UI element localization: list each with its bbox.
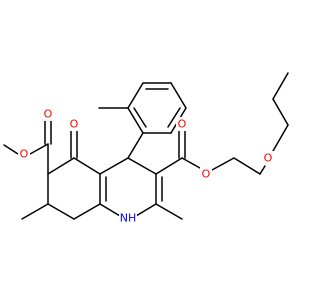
- atom-o-right-single: O: [200, 167, 212, 181]
- atom-o-ester-methyl-carbonyl: O: [42, 107, 54, 121]
- aryl-to-c4-bond: [127, 132, 144, 159]
- label-o: O: [202, 168, 211, 181]
- atom-o-right-carbonyl: O: [176, 117, 188, 131]
- right-ester-carbonyl: [178, 130, 186, 159]
- c3-ester-bond: [155, 157, 183, 175]
- dihydropyridine-ring: [99, 157, 163, 217]
- atom-o-ether: O: [262, 151, 274, 165]
- label-nh: NH: [120, 212, 137, 225]
- right-ester-o-bond: [181, 157, 201, 169]
- label-o: O: [264, 152, 273, 165]
- atom-nh: NH: [119, 211, 137, 225]
- o-methyl-bond: [3, 144, 19, 155]
- label-o: O: [70, 118, 79, 131]
- methyl-ester-carbonyl: [44, 120, 52, 145]
- structure-svg: O O O O O O NH: [3, 72, 289, 225]
- label-o: O: [44, 108, 53, 121]
- molecule-diagram: O O O O O O NH: [3, 72, 289, 225]
- c2-methyl-bond: [155, 203, 183, 220]
- label-o: O: [20, 148, 29, 161]
- tolyl-ring: [127, 82, 187, 134]
- ester-o-bond: [29, 143, 49, 155]
- atom-o-ketone: O: [68, 117, 80, 131]
- propoxyethyl-chain: [211, 72, 289, 175]
- label-o: O: [178, 118, 187, 131]
- atom-o-ester-methyl-single: O: [18, 147, 30, 161]
- c7-methyl-bond: [21, 203, 49, 220]
- ketone-double-bond: [70, 130, 78, 159]
- cyclohexanone-ring: [47, 157, 101, 220]
